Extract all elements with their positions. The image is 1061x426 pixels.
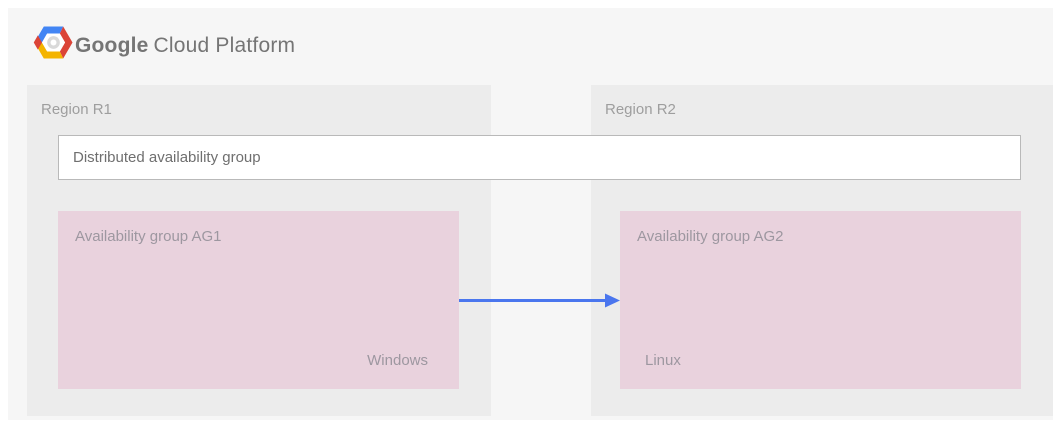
availability-group-ag2-label: Availability group AG2 [637, 228, 784, 245]
ag1-os-label: Windows [367, 352, 428, 369]
availability-group-ag1-label: Availability group AG1 [75, 228, 222, 245]
brand-product: Cloud Platform [153, 34, 296, 57]
availability-group-ag1-box: Availability group AG1 Windows [58, 211, 459, 389]
region-r2-label: Region R2 [605, 101, 676, 118]
google-cloud-platform-logo-icon [33, 26, 73, 59]
region-r1-label: Region R1 [41, 101, 112, 118]
ag2-os-label: Linux [645, 352, 681, 369]
distributed-availability-group-label: Distributed availability group [73, 149, 261, 166]
distributed-availability-group-box: Distributed availability group [58, 135, 1021, 180]
brand-google: Google [75, 34, 149, 57]
replication-arrow-icon [459, 293, 620, 308]
availability-group-ag2-box: Availability group AG2 Linux [620, 211, 1021, 389]
